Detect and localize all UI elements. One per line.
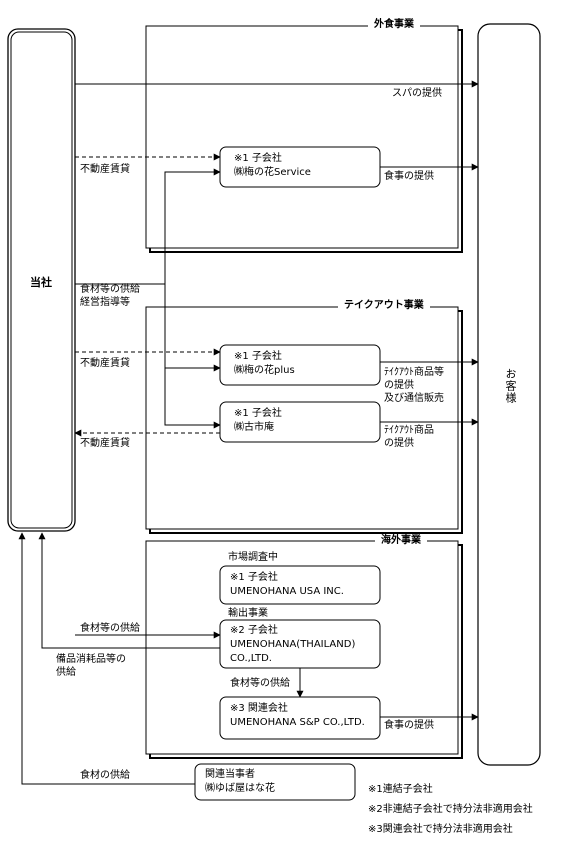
flow-label-consumables-2: 供給 bbox=[56, 667, 76, 678]
flow-label-consumables-1: 備品消耗品等の bbox=[56, 654, 126, 665]
segment-title-overseas: 海外事業 bbox=[375, 535, 427, 547]
flow-label-takeout-sales-2: の提供 bbox=[384, 380, 414, 391]
entity-name-related: ㈱ゆば屋はな花 bbox=[205, 783, 275, 794]
customer-box bbox=[477, 23, 541, 766]
flow-label-supply-guidance-1: 食材等の供給 bbox=[80, 284, 140, 295]
arrow-supply-guidance-trunk bbox=[75, 168, 221, 285]
flow-label-takeout-sales-3: 及び通信販売 bbox=[384, 393, 444, 404]
entity-name-snp: UMENOHANA S&P CO.,LTD. bbox=[230, 717, 365, 728]
company-box bbox=[7, 28, 76, 532]
company-label: 当社 bbox=[30, 276, 52, 289]
flow-label-spa: スパの提供 bbox=[392, 88, 442, 99]
segment-title-takeout: テイクアウト事業 bbox=[338, 300, 430, 312]
flow-label-meal-service: 食事の提供 bbox=[384, 171, 434, 182]
entity-name-usa: UMENOHANA USA INC. bbox=[230, 586, 344, 597]
entity-tag-thailand: ※2 子会社 bbox=[230, 625, 278, 636]
flow-label-export: 輸出事業 bbox=[228, 608, 268, 619]
flow-label-takeout-goods-1: ﾃｲｸｱｳﾄ商品 bbox=[384, 425, 434, 436]
entity-tag-usa: ※1 子会社 bbox=[230, 572, 278, 583]
entity-tag-snp: ※3 関連会社 bbox=[230, 703, 288, 714]
arrow-consumables bbox=[38, 532, 220, 649]
flow-label-rent-koichian: 不動産賃貸 bbox=[80, 438, 130, 449]
entity-name-umenohana-service: ㈱梅の花Service bbox=[234, 167, 311, 178]
entity-box-related bbox=[194, 763, 356, 801]
flow-label-rent-service: 不動産賃貸 bbox=[80, 164, 130, 175]
entity-name-umenohana-plus: ㈱梅の花plus bbox=[234, 365, 295, 376]
flow-label-takeout-sales-1: ﾃｲｸｱｳﾄ商品等 bbox=[384, 367, 444, 378]
arrow-supply-ingredients bbox=[18, 532, 195, 785]
entity-tag-umenohana-service: ※1 子会社 bbox=[234, 153, 282, 164]
segment-title-food-service: 外食事業 bbox=[368, 19, 420, 31]
entity-box-usa bbox=[219, 565, 381, 605]
entity-name-koichian: ㈱古市庵 bbox=[234, 422, 274, 433]
flow-label-supply-guidance-2: 経営指導等 bbox=[80, 297, 130, 308]
entity-tag-koichian: ※1 子会社 bbox=[234, 408, 282, 419]
flow-label-supply-ingredients: 食材の供給 bbox=[80, 770, 130, 781]
flow-label-rent-plus: 不動産賃貸 bbox=[80, 358, 130, 369]
note-1: ※1連結子会社 bbox=[368, 784, 433, 795]
entity-tag-umenohana-plus: ※1 子会社 bbox=[234, 351, 282, 362]
flow-label-supply-food-snp: 食材等の供給 bbox=[230, 678, 290, 689]
flow-label-market-research: 市場調査中 bbox=[228, 552, 278, 563]
customer-label: お客様 bbox=[504, 368, 517, 404]
entity-tag-related: 関連当事者 bbox=[205, 769, 255, 780]
note-2: ※2非連結子会社で持分法非適用会社 bbox=[368, 804, 533, 815]
flow-label-supply-food: 食材等の供給 bbox=[80, 623, 140, 634]
entity-name-thailand-2: CO.,LTD. bbox=[230, 653, 272, 664]
entity-name-thailand-1: UMENOHANA(THAILAND) bbox=[230, 639, 356, 650]
flow-label-takeout-goods-2: の提供 bbox=[384, 438, 414, 449]
food-service-frame bbox=[145, 25, 463, 253]
flow-label-meal-snp: 食事の提供 bbox=[384, 720, 434, 731]
note-3: ※3関連会社で持分法非適用会社 bbox=[368, 824, 513, 835]
arrow-supply-koichian bbox=[164, 368, 221, 429]
